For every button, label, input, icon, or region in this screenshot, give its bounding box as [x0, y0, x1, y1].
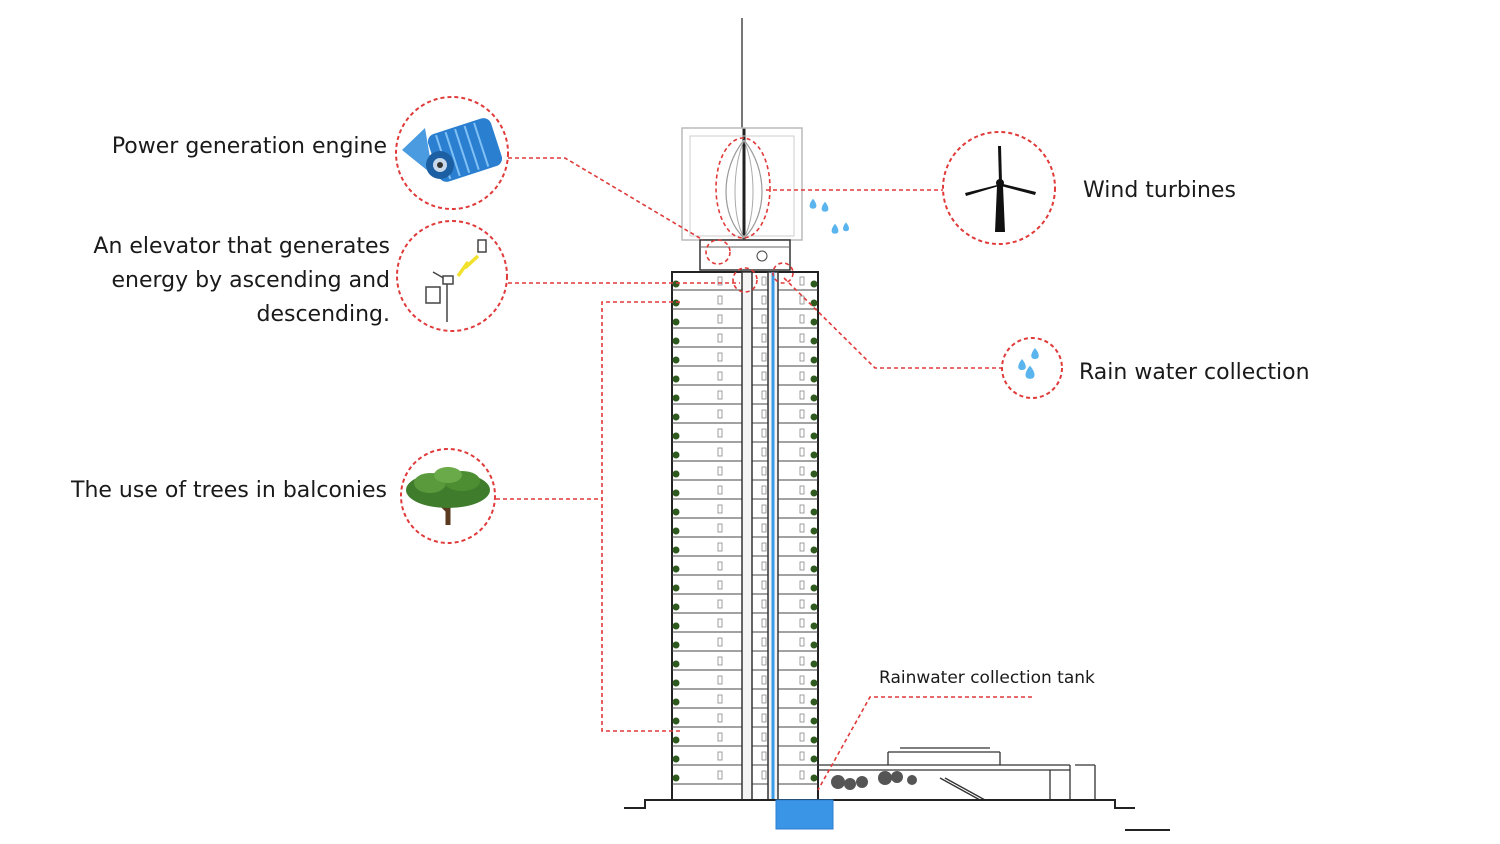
label-rain: Rain water collection [1079, 360, 1310, 385]
leader-rain [783, 277, 1002, 369]
podium [818, 747, 1096, 801]
turbine-frame-inner [689, 135, 795, 237]
callout-lines [496, 157, 1032, 791]
label-elevator-line1: An elevator that generates [93, 234, 390, 259]
highlight-circles [705, 137, 794, 293]
leader-power-engine [508, 157, 704, 241]
highlight-elevator [732, 267, 758, 293]
label-wind: Wind turbines [1083, 178, 1236, 203]
balcony-greenery [672, 280, 818, 782]
label-elevator-line3: descending. [256, 302, 390, 327]
elevator-shaft-left [741, 271, 753, 801]
label-trees: The use of trees in balconies [71, 478, 387, 503]
tree-icon [406, 467, 490, 525]
water-drops-icon [809, 198, 1039, 379]
wind-turbine-icon [965, 146, 1036, 232]
leader-tank [817, 696, 1032, 791]
highlight-engine [705, 239, 731, 265]
rainwater-tank [775, 799, 834, 830]
leader-trees-bracket [601, 301, 680, 732]
ground-line [624, 799, 1135, 809]
highlight-rain-inlet [772, 262, 794, 284]
machine-room [699, 239, 791, 271]
label-power-engine: Power generation engine [111, 134, 387, 159]
circle-rain [1001, 337, 1063, 399]
generator-icon [402, 118, 503, 182]
highlight-turbine [715, 137, 771, 239]
tower-building [624, 18, 1170, 831]
label-tank: Rainwater collection tank [879, 668, 1095, 688]
podium-trees [831, 771, 917, 790]
elevator-generator-icon [425, 239, 487, 322]
label-elevator-line2: energy by ascending and [111, 268, 390, 293]
